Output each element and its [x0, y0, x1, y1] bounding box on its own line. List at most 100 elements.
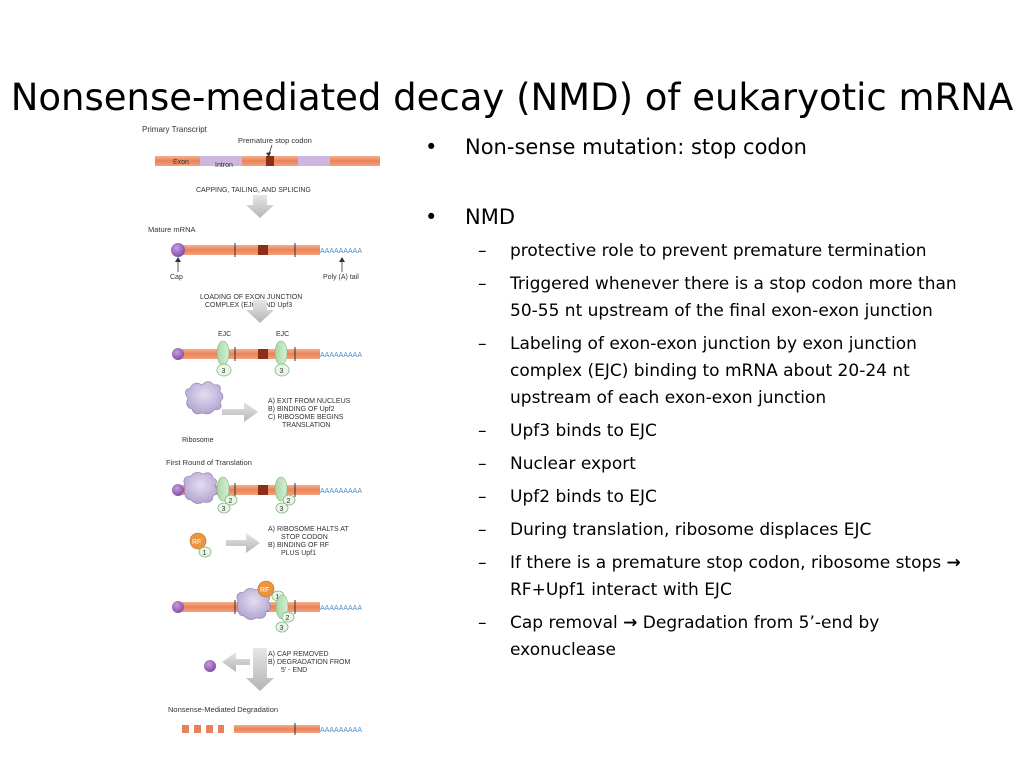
polya-seq: AAAAAAAAA: [320, 488, 362, 495]
ribosome: [183, 472, 218, 504]
mrna-strand-translation: [182, 485, 320, 495]
subitem-upf3: – Upf3 binds to EJC: [420, 418, 980, 445]
step3-label-line1: A) EXIT FROM NUCLEUS: [268, 398, 351, 405]
nmd-label: Nonsense-Mediated Degradation: [168, 705, 278, 714]
cap: [172, 348, 184, 360]
cap: [171, 243, 185, 257]
ejc-label: EJC: [218, 331, 231, 338]
upf2: [281, 611, 295, 623]
bullet-nmd: • NMD: [420, 202, 980, 232]
removed-cap: [204, 660, 216, 672]
left-arrow: [222, 652, 250, 672]
arrow-icon: →: [623, 613, 638, 633]
bullet-text: Non-sense mutation: stop codon: [465, 135, 807, 159]
right-arrow: [226, 533, 260, 553]
subitem-text: Triggered whenever there is a stop codon…: [510, 274, 957, 321]
bullet-nonsense-mutation: • Non-sense mutation: stop codon: [420, 132, 980, 162]
rf-label: RF: [260, 587, 269, 594]
subitem-upf2: – Upf2 binds to EJC: [420, 484, 980, 511]
subitem-nuclear-export: – Nuclear export: [420, 451, 980, 478]
subitem-ribosome-displaces: – During translation, ribosome displaces…: [420, 517, 980, 544]
subitem-text: Nuclear export: [510, 454, 636, 474]
mature-mrna-strand: [182, 245, 320, 255]
dash: –: [478, 553, 487, 573]
subitem-text: During translation, ribosome displaces E…: [510, 520, 872, 540]
upf3-label: 3: [280, 368, 284, 375]
mrna-strand-ejc: [182, 349, 320, 359]
step3-label-line3: C) RIBOSOME BEGINS: [268, 414, 344, 421]
upf1-label: 1: [203, 550, 207, 557]
exon-label: Exon: [173, 159, 189, 166]
upf3: [275, 502, 289, 514]
upf2-label: 2: [287, 498, 291, 505]
upf3: [216, 363, 232, 377]
upf2-label: 2: [229, 498, 233, 505]
premature-stop-codon-label: Premature stop codon: [238, 136, 312, 145]
step1-label: CAPPING, TAILING, AND SPLICING: [196, 187, 311, 194]
subitem-text: Upf3 binds to EJC: [510, 421, 657, 441]
subitem-text: RF+Upf1 interact with EJC: [510, 580, 732, 600]
arrow-icon: →: [946, 553, 961, 573]
cap-label: Cap: [170, 274, 183, 281]
slide-title: Nonsense-mediated decay (NMD) of eukaryo…: [10, 76, 1014, 119]
bullet-list: • Non-sense mutation: stop codon • NMD –…: [420, 132, 980, 664]
degraded-mrna: [182, 723, 320, 735]
step4-label-line1: A) RIBOSOME HALTS AT: [268, 526, 349, 533]
polya-seq: AAAAAAAAA: [320, 248, 362, 255]
ejc-complex: [216, 340, 230, 366]
step4-label-line4: PLUS Upf1: [281, 550, 316, 557]
upf2: [282, 494, 296, 506]
dash: –: [478, 241, 487, 261]
down-arrow: [246, 648, 274, 691]
rf-label: RF: [192, 539, 201, 546]
dash: –: [478, 334, 487, 354]
subitem-text: Cap removal: [510, 613, 624, 633]
dash: –: [478, 274, 487, 294]
upf3-label: 3: [280, 506, 284, 513]
ejc-complex: [274, 476, 288, 502]
upf3-label: 3: [222, 368, 226, 375]
dash: –: [478, 454, 487, 474]
upf2-label: 2: [286, 615, 290, 622]
step2-label-line2: COMPLEX (EJC) AND Upf3: [205, 302, 292, 309]
mature-mrna-label: Mature mRNA: [148, 225, 196, 234]
ribosome: [185, 381, 224, 415]
subitem-text: Upf2 binds to EJC: [510, 487, 657, 507]
dash: –: [478, 421, 487, 441]
down-arrow: [246, 300, 274, 323]
step5-label-line1: A) CAP REMOVED: [268, 651, 329, 658]
step4-label-line3: B) BINDING OF RF: [268, 542, 329, 549]
subitem-text: If there is a premature stop codon, ribo…: [510, 553, 947, 573]
step3-label-line4: TRANSLATION: [282, 422, 331, 429]
step3-label-line2: B) BINDING OF Upf2: [268, 406, 335, 413]
ejc-complex: [274, 340, 288, 366]
step4-label-line2: STOP CODON: [281, 534, 328, 541]
subitem-triggered: – Triggered whenever there is a stop cod…: [420, 271, 980, 325]
ejc-complex: [216, 476, 230, 502]
polya-tail-label: Poly (A) tail: [323, 274, 359, 281]
cap: [172, 484, 184, 496]
subitem-text: Labeling of exon-exon junction by exon j…: [510, 334, 917, 408]
upf3: [217, 502, 231, 514]
dash: –: [478, 520, 487, 540]
subitem-cap-removal: – Cap removal → Degradation from 5’-end …: [420, 610, 980, 664]
upf2: [224, 494, 238, 506]
subitem-labeling: – Labeling of exon-exon junction by exon…: [420, 331, 980, 412]
upf3-label: 3: [280, 625, 284, 632]
right-arrow: [222, 402, 258, 422]
subitem-premature-stop: – If there is a premature stop codon, ri…: [420, 550, 980, 604]
ribosome-label: Ribosome: [182, 437, 214, 444]
upf3: [274, 363, 290, 377]
upf3: [275, 621, 289, 633]
dash: –: [478, 613, 487, 633]
step2-label-line1: LOADING OF EXON JUNCTION: [200, 294, 302, 301]
intron-label: Intron: [215, 162, 233, 169]
step5-label-line3: 5' - END: [281, 667, 307, 674]
upf1: [198, 546, 212, 558]
step5-label-line2: B) DEGRADATION FROM: [268, 659, 350, 666]
bullet-dot: •: [425, 135, 438, 159]
cap: [172, 601, 184, 613]
primary-transcript-label: Primary Transcript: [142, 125, 208, 134]
down-arrow: [246, 195, 274, 218]
upf1-label: 1: [276, 594, 280, 601]
